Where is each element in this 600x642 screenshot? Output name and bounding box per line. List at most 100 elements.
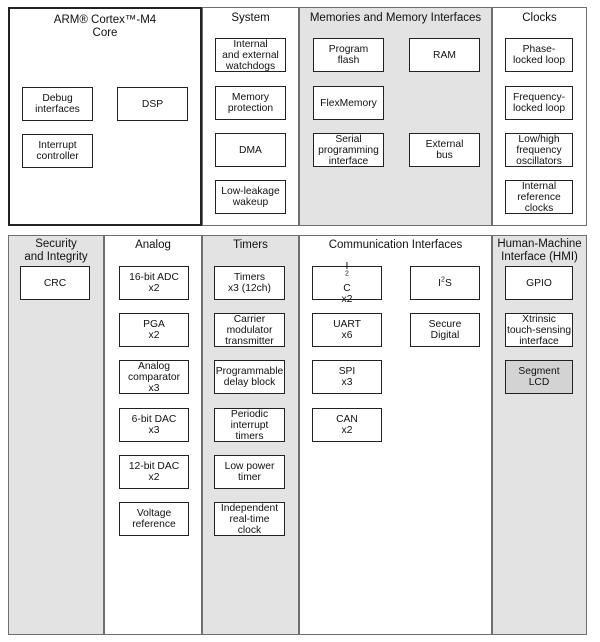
text-line: 12-bit DAC bbox=[128, 461, 180, 472]
text-line: and external bbox=[222, 49, 279, 61]
text-line: reference bbox=[517, 191, 561, 203]
text-line: timer bbox=[238, 472, 261, 483]
text-line: x3 bbox=[148, 425, 160, 436]
text-line: Carrier bbox=[233, 313, 266, 325]
text-line: interrupt bbox=[230, 419, 269, 431]
text-line: Program bbox=[328, 44, 369, 55]
text-line: External bbox=[425, 139, 464, 150]
text-line: oscillators bbox=[516, 155, 562, 167]
text-line: Independent bbox=[220, 502, 279, 514]
system-header: System bbox=[231, 12, 270, 24]
memories-header: Memories and Memory Interfaces bbox=[309, 12, 482, 24]
block-text: DSP bbox=[142, 99, 163, 110]
text-line: Memory bbox=[231, 92, 270, 103]
text-line: Human-Machine bbox=[497, 238, 582, 250]
analog-header: Analog bbox=[135, 239, 171, 251]
text-line: Internal bbox=[521, 180, 557, 192]
text-line: Security bbox=[35, 238, 77, 250]
crc-block: CRC bbox=[20, 266, 90, 300]
text-line: x3 bbox=[341, 377, 353, 388]
text-line: delay block bbox=[223, 377, 276, 388]
text-line: DSP bbox=[141, 98, 164, 110]
text-line: PGA bbox=[143, 319, 165, 330]
text-line: bus bbox=[436, 150, 453, 161]
text-line: x6 bbox=[341, 330, 353, 341]
text-line: Interface (HMI) bbox=[501, 251, 578, 263]
text-line: modulator bbox=[226, 324, 273, 336]
text-line: protection bbox=[227, 103, 274, 114]
text-line: interfaces bbox=[35, 104, 80, 115]
text-line: Timers bbox=[233, 272, 266, 283]
clocks-header: Clocks bbox=[522, 12, 557, 24]
text-line: x2 bbox=[148, 330, 160, 341]
text-line: transmitter bbox=[225, 335, 274, 347]
text-line: LCD bbox=[528, 377, 550, 388]
text-line: programming bbox=[318, 144, 379, 156]
text-line: Programmable bbox=[215, 366, 284, 377]
text-line: Segment bbox=[518, 366, 560, 377]
text-line: CAN bbox=[336, 414, 358, 425]
text-line: UART bbox=[333, 319, 361, 330]
i2s-block: I2S bbox=[410, 266, 480, 300]
block-text: DMA bbox=[239, 145, 262, 156]
communication-header: Communication Interfaces bbox=[328, 239, 463, 251]
text-line: Core bbox=[92, 27, 118, 39]
text-line: Secure bbox=[428, 319, 462, 330]
text-line: Low power bbox=[224, 461, 275, 472]
text-line: 6-bit DAC bbox=[131, 414, 177, 425]
dma-block: DMA bbox=[215, 133, 286, 167]
block-text: Frequency-locked loop bbox=[513, 92, 565, 114]
text-line: clock bbox=[237, 524, 262, 536]
text-line: 16-bit ADC bbox=[129, 272, 179, 283]
text-line: Analog bbox=[137, 360, 171, 372]
text-line: x2 bbox=[148, 283, 160, 294]
